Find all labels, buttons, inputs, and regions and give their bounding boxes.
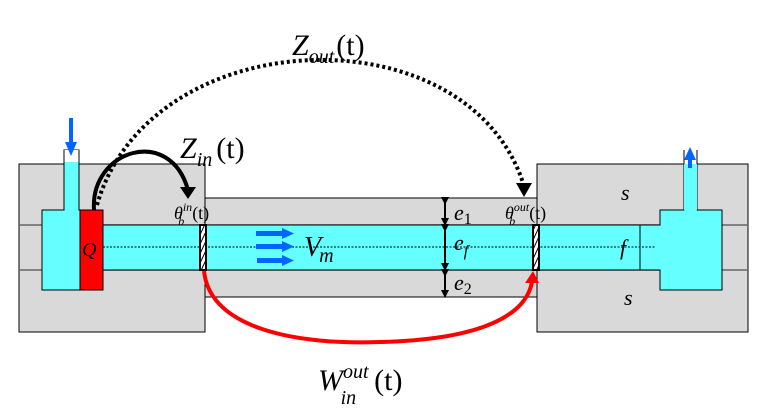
middle-bottom-wall [204,269,539,298]
sensor-in [199,224,207,271]
solid-bottom-label: s [624,285,633,310]
e1-label: e1 [454,200,472,228]
w-arrow [202,270,534,345]
e2-label: e2 [454,270,472,298]
outlet-arrow-icon [684,147,696,168]
sensor-out [532,224,540,271]
z-out-label: Zout(t) [292,29,365,68]
velocity-label: Vm [304,232,334,267]
z-in-arrow [91,149,190,211]
flow-arrows-icon [256,228,294,266]
inlet-arrow-icon [65,118,77,156]
z-in-label: Zin(t) [180,132,245,171]
ef-label: ef [454,230,471,260]
z-out-arrow [95,57,526,206]
middle-top-wall [204,197,539,226]
fluid-label: f [620,235,629,260]
heater-block [79,209,104,291]
solid-top-label: s [621,180,630,205]
channel-fluid [102,224,684,271]
heater-label: Q [82,239,97,261]
